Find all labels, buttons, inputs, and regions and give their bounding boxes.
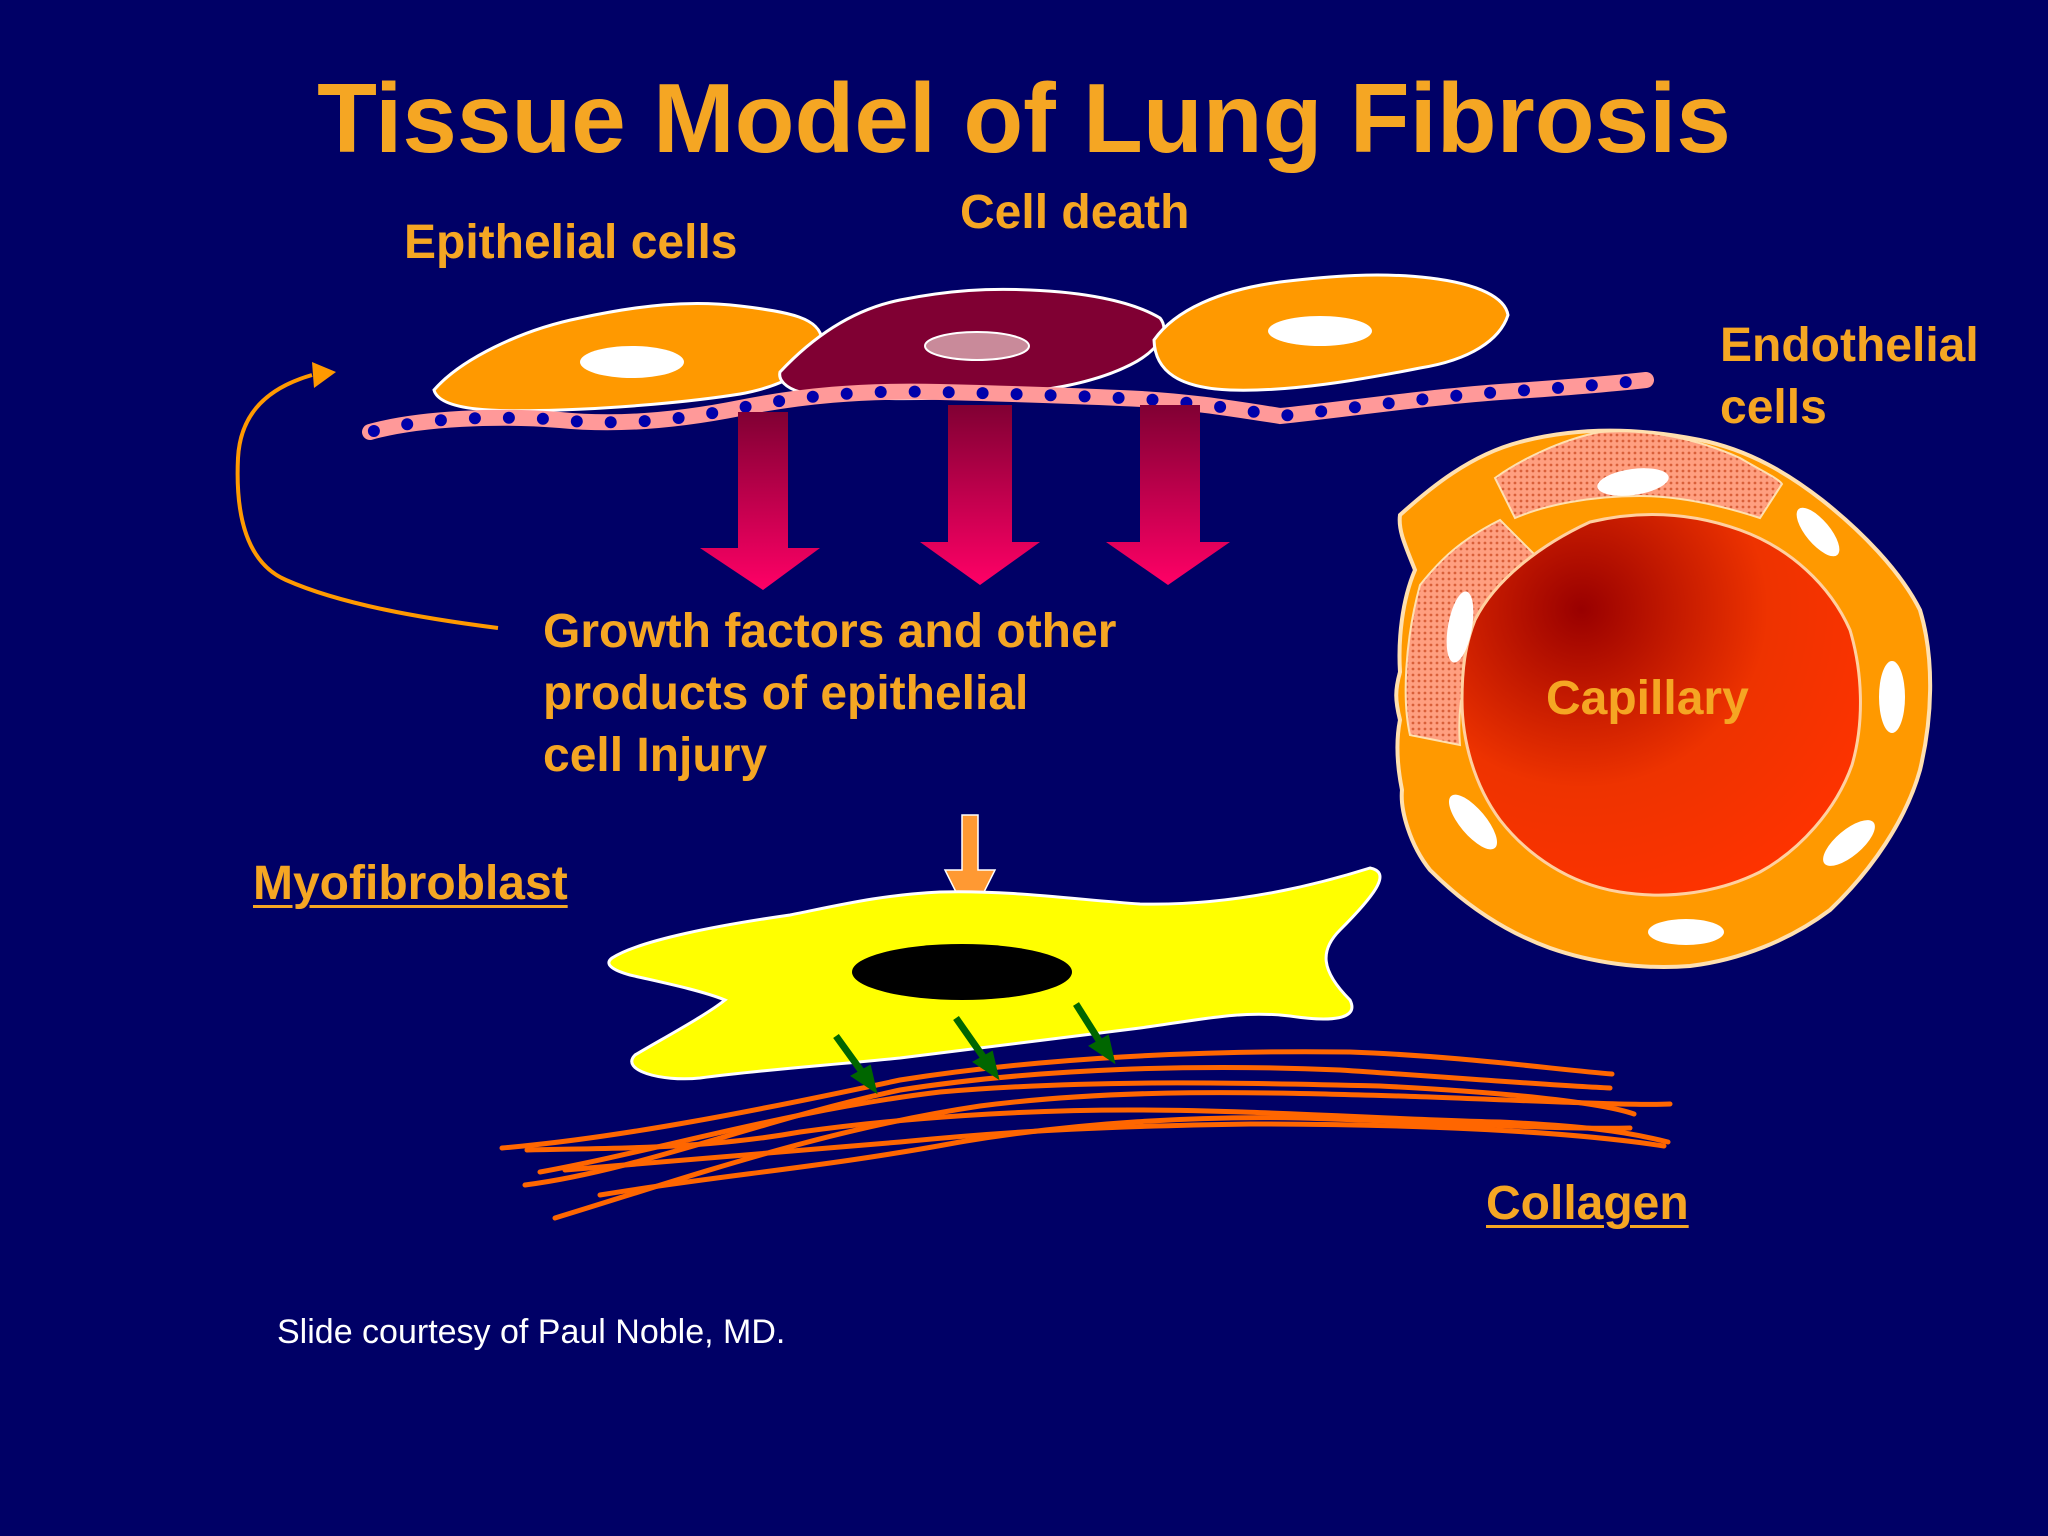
label-growth-line3: cell Injury [543, 729, 768, 782]
membrane-dot [1552, 381, 1564, 394]
epithelial-nucleus-left [580, 346, 684, 378]
label-capillary: Capillary [1546, 672, 1749, 725]
membrane-dot [840, 387, 853, 400]
label-collagen: Collagen [1486, 1177, 1689, 1230]
membrane-dot [604, 416, 617, 429]
membrane-dot [942, 386, 955, 399]
membrane-dot [1146, 393, 1159, 406]
capillary [1394, 428, 1933, 970]
collagen-fibers [499, 1049, 1673, 1221]
down-arrow-icon [920, 405, 1040, 585]
label-growth-line1: Growth factors and other [543, 605, 1117, 658]
down-arrow-icon [1106, 405, 1230, 585]
epithelial-nucleus-right [1268, 316, 1372, 346]
label-endothelial-line2: cells [1720, 381, 1827, 434]
label-myofibroblast: Myofibroblast [253, 857, 568, 910]
membrane-dot [908, 385, 921, 398]
membrane-dot [1281, 409, 1294, 422]
membrane-dot [434, 414, 447, 427]
membrane-dot [536, 412, 549, 425]
membrane-dot [874, 386, 887, 398]
curved-arrow-icon [235, 373, 499, 630]
membrane-dot [1078, 390, 1091, 403]
membrane-dot [1416, 393, 1429, 406]
membrane-dot [1619, 376, 1632, 389]
membrane-dot [1348, 401, 1361, 414]
membrane-dot [672, 412, 685, 424]
label-endothelial-line1: Endothelial [1720, 319, 1979, 372]
down-arrow-icon [700, 412, 820, 590]
membrane-dot [739, 400, 752, 413]
myofibroblast-nucleus [852, 944, 1072, 1000]
membrane-dot [401, 418, 414, 431]
collagen-secretion-arrows [833, 1002, 1116, 1095]
membrane-dot [806, 390, 819, 403]
label-epithelial-cells: Epithelial cells [404, 216, 738, 269]
membrane-dot [1450, 389, 1463, 402]
membrane-dot [468, 412, 481, 425]
endothelial-nuclei [1446, 468, 1905, 945]
membrane-dots [367, 376, 1632, 437]
membrane-dot [502, 411, 515, 424]
membrane-dot [976, 387, 989, 400]
slide-credit: Slide courtesy of Paul Noble, MD. [277, 1313, 786, 1351]
membrane-dot [1585, 379, 1598, 392]
membrane-dot [1214, 400, 1227, 413]
membrane-dot [1382, 397, 1395, 410]
label-growth-line2: products of epithelial [543, 667, 1029, 720]
membrane-dot [706, 407, 719, 420]
label-endothelial-cells: Endothelial cells [1720, 315, 1979, 439]
membrane-dot [1315, 405, 1328, 418]
capillary-lumen [1460, 512, 1862, 897]
membrane-dot [1247, 405, 1260, 418]
membrane-dot [773, 395, 786, 408]
membrane-dot [1112, 391, 1125, 404]
label-growth-factors: Growth factors and other products of epi… [543, 601, 1116, 787]
membrane-dot [570, 415, 583, 428]
membrane-dot [1484, 386, 1497, 399]
dead-cell-nucleus [924, 331, 1030, 361]
membrane-dot [367, 425, 380, 437]
slide-title: Tissue Model of Lung Fibrosis [317, 63, 1731, 173]
membrane-dot [1044, 389, 1057, 402]
membrane-dot [638, 415, 651, 428]
membrane-dot [1010, 388, 1023, 401]
curved-arrow-head [312, 362, 336, 388]
label-cell-death: Cell death [960, 186, 1190, 239]
membrane-dot [1518, 384, 1530, 397]
